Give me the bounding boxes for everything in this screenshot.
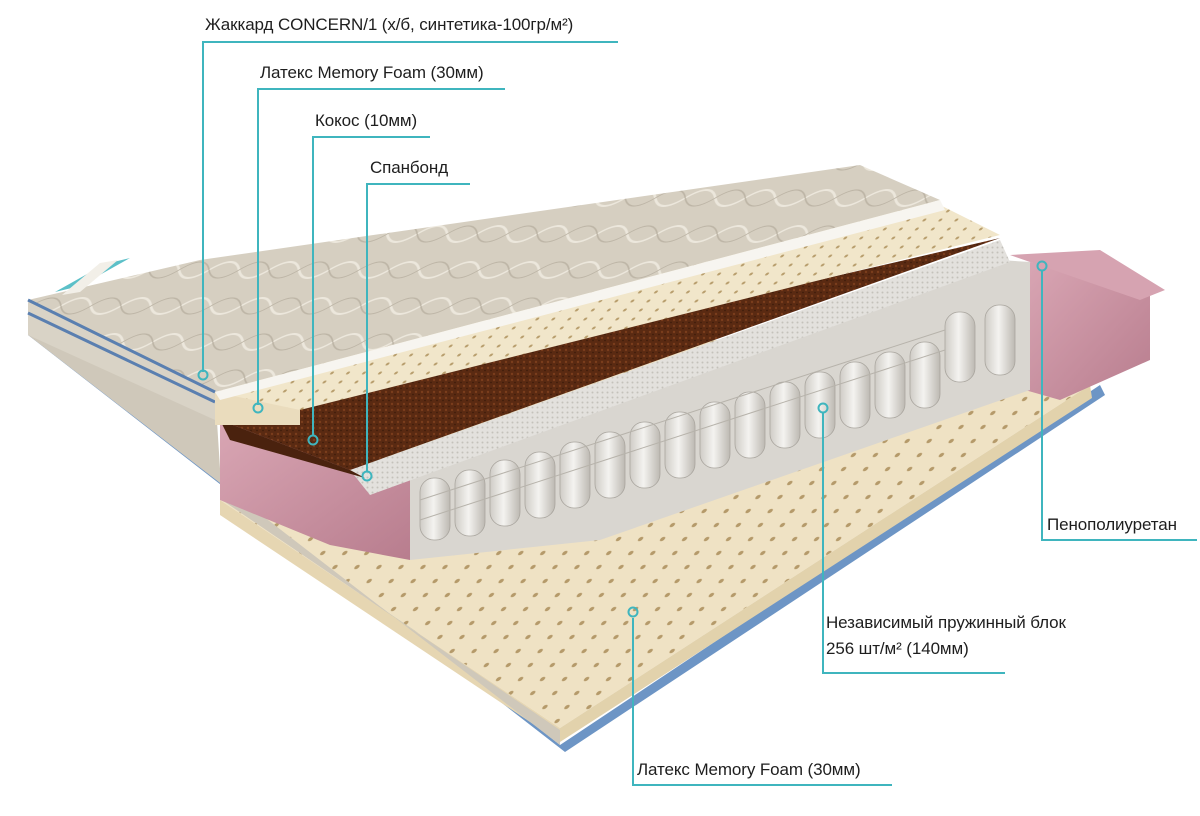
polyurethane-foam-right	[1025, 262, 1150, 400]
jacquard-cover	[28, 165, 940, 392]
coconut-layer	[220, 238, 1000, 470]
label-jacquard: Жаккард CONCERN/1 (х/б, синтетика-100гр/…	[205, 15, 574, 34]
label-spring-block-line2: 256 шт/м² (140мм)	[826, 639, 969, 658]
label-spunbond: Спанбонд	[370, 158, 449, 177]
top-latex-layer	[215, 195, 1000, 425]
label-polyurethane-foam: Пенополиуретан	[1047, 515, 1177, 534]
label-spring-block-line1: Независимый пружинный блок	[826, 613, 1066, 632]
spunbond-layer	[350, 240, 1010, 495]
label-coconut: Кокос (10мм)	[315, 111, 418, 130]
polyurethane-foam-front	[220, 420, 410, 560]
pocket-springs	[419, 304, 1016, 541]
label-latex-bottom: Латекс Memory Foam (30мм)	[637, 760, 861, 779]
label-latex-top: Латекс Memory Foam (30мм)	[260, 63, 484, 82]
